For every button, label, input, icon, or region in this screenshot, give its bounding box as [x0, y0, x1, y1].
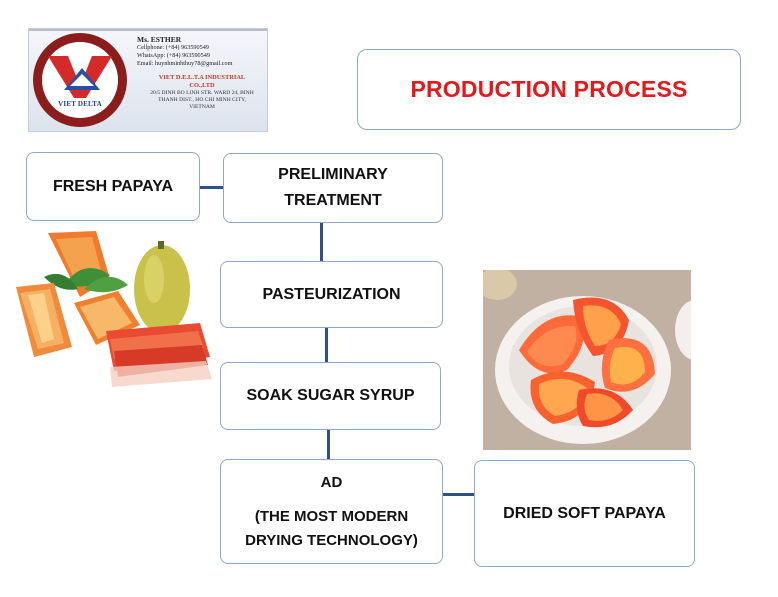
contact-name: Ms. ESTHER [137, 35, 182, 44]
step-dried-label: DRIED SOFT PAPAYA [503, 504, 666, 522]
step-fresh-papaya: FRESH PAPAYA [26, 152, 200, 221]
step-pasteurization: PASTEURIZATION [220, 261, 443, 328]
step-pasteurization-label: PASTEURIZATION [262, 285, 401, 303]
page-title: PRODUCTION PROCESS [410, 76, 688, 102]
fresh-papaya-photo [14, 227, 220, 389]
step-soak-label: SOAK SUGAR SYRUP [246, 387, 415, 404]
step-prelim-line1: PRELIMINARY [278, 166, 388, 183]
card-contact-info: Ms. ESTHER Cellphone: (+84) 963590549 Wh… [137, 35, 267, 111]
company-name-line2: CO.,LTD [189, 82, 215, 89]
logo-inner-circle: VIET DELTA [42, 42, 118, 118]
step-dried-soft-papaya: DRIED SOFT PAPAYA [474, 460, 695, 567]
connector-fresh-prelim [200, 186, 223, 189]
step-ad-line3: DRYING TECHNOLOGY) [245, 531, 418, 549]
company-name-line1: VIET D.E.L.T.A INDUSTRIAL [158, 74, 246, 81]
step-ad-drying: AD (THE MOST MODERN DRYING TECHNOLOGY) [220, 459, 443, 564]
company-name: VIET D.E.L.T.A INDUSTRIAL CO.,LTD [137, 74, 267, 90]
fresh-papaya-image [14, 227, 220, 389]
connector-soak-ad [327, 430, 330, 459]
card-divider [29, 29, 267, 31]
logo-v-mark-icon [48, 56, 112, 98]
business-card: VIET DELTA Ms. ESTHER Cellphone: (+84) 9… [28, 28, 268, 132]
logo-text: VIET DELTA [58, 100, 102, 108]
contact-email: Email: huynhminhthuy78@gmail.com [137, 60, 233, 67]
title-box: PRODUCTION PROCESS [357, 49, 741, 130]
company-address: 20/5 DINH BO LINH STR. WARD 24, BINH THA… [137, 90, 267, 111]
connector-ad-dried [443, 493, 474, 496]
step-prelim-line2: TREATMENT [284, 192, 382, 209]
viet-delta-logo: VIET DELTA [33, 33, 127, 127]
step-soak-sugar-syrup: SOAK SUGAR SYRUP [220, 362, 441, 430]
address-line3: VIETNAM [189, 104, 215, 110]
step-ad-line2: (THE MOST MODERN [254, 507, 409, 525]
step-ad-line1: AD [320, 473, 343, 491]
dried-papaya-image [483, 270, 691, 450]
address-line1: 20/5 DINH BO LINH STR. WARD 24, BINH [150, 90, 254, 96]
connector-prelim-past [320, 223, 323, 261]
connector-past-soak [325, 328, 328, 362]
contact-cellphone: Cellphone: (+84) 963590549 [137, 44, 209, 51]
step-fresh-papaya-label: FRESH PAPAYA [52, 177, 174, 195]
contact-whatsapp: WhatsApp: (+84) 963590549 [137, 52, 210, 59]
address-line2: THANH DIST., HO CHI MINH CITY, [158, 97, 246, 103]
dried-papaya-photo [483, 270, 691, 450]
step-preliminary-treatment: PRELIMINARY TREATMENT [223, 153, 443, 223]
